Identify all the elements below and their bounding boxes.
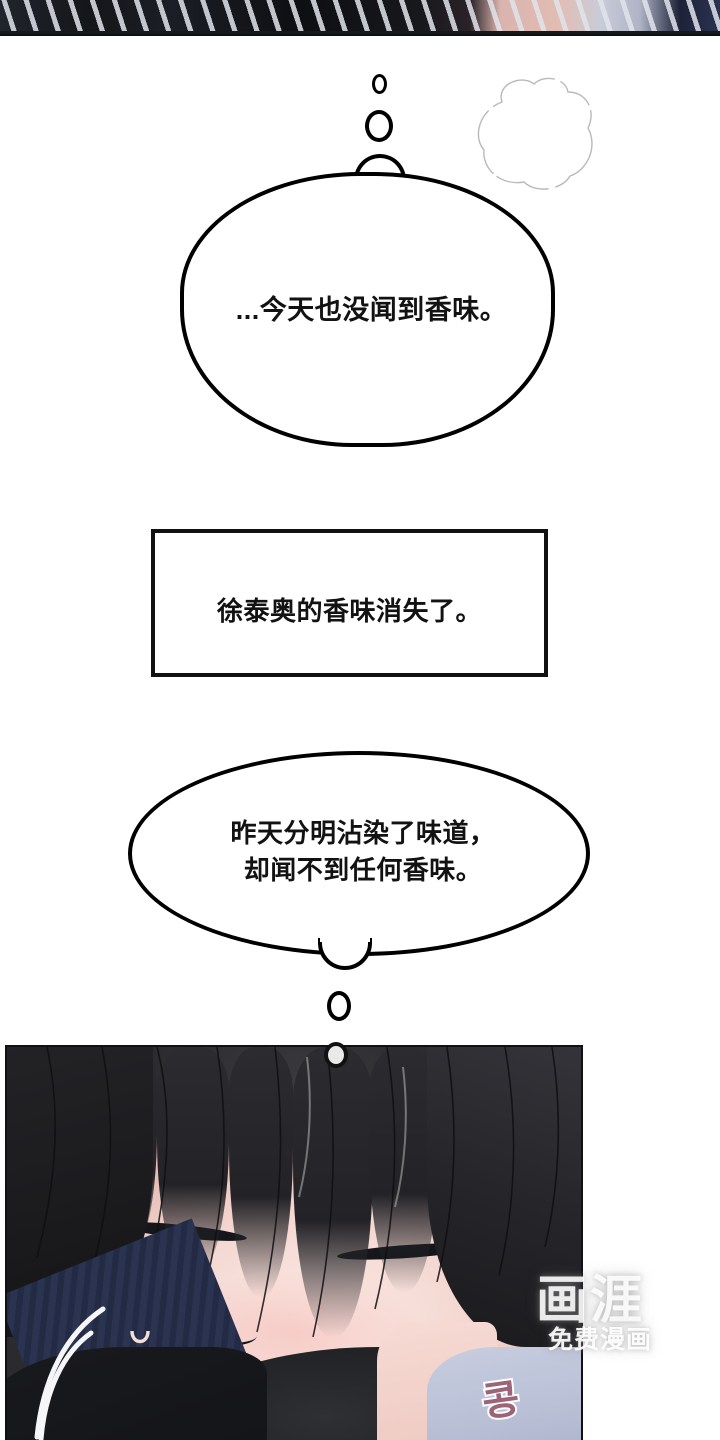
- thought-tail-bump-bottom: [318, 938, 372, 970]
- thought-tail-seam-mask-top: [356, 178, 404, 190]
- panel-top-bottom-edge: [0, 31, 720, 34]
- thought-bubble-1: ...今天也没闻到香味。: [180, 172, 555, 447]
- speed-lines-overlay: [0, 0, 720, 34]
- thought-tail-seam-mask-bottom: [320, 930, 370, 942]
- panel-divider-line: [0, 34, 720, 36]
- thought-bubble-2-text: 昨天分明沾染了味道， 却闻不到任何香味。: [132, 815, 594, 889]
- faint-thought-puff-icon: [466, 72, 600, 196]
- thought-dot-large-top: [365, 110, 393, 142]
- hair-line-details: [36, 1047, 560, 1338]
- hair-strand-3: [229, 1047, 293, 1297]
- thought-dot-tiny-bottom: [324, 1042, 348, 1068]
- thought-bubble-2-line-2: 却闻不到任何香味。: [243, 854, 483, 885]
- thought-bubble-2-line-1: 昨天分明沾染了味道，: [230, 818, 496, 848]
- thought-dot-small-top: [372, 74, 387, 94]
- watermark-brand: 画涯: [536, 1272, 645, 1330]
- narration-box-text: 徐泰奥的香味消失了。: [216, 596, 482, 626]
- panel-top-speedlines: [0, 0, 720, 34]
- sound-effect-text: 콩: [478, 1375, 525, 1428]
- narration-box: 徐泰奥的香味消失了。: [151, 529, 548, 677]
- thought-bubble-2: 昨天分明沾染了味道， 却闻不到任何香味。: [128, 751, 590, 956]
- cheek-u-mark: [130, 1330, 150, 1344]
- highlight-arcs: [34, 1306, 106, 1440]
- shirt-collar: [427, 1347, 581, 1440]
- page-right-gutter: [583, 1045, 720, 1440]
- thought-dot-bottom: [327, 991, 351, 1021]
- panel-bottom-closeup: [5, 1045, 583, 1440]
- watermark-tagline: 免费漫画: [548, 1326, 653, 1354]
- thought-bubble-1-text: ...今天也没闻到香味。: [235, 295, 508, 325]
